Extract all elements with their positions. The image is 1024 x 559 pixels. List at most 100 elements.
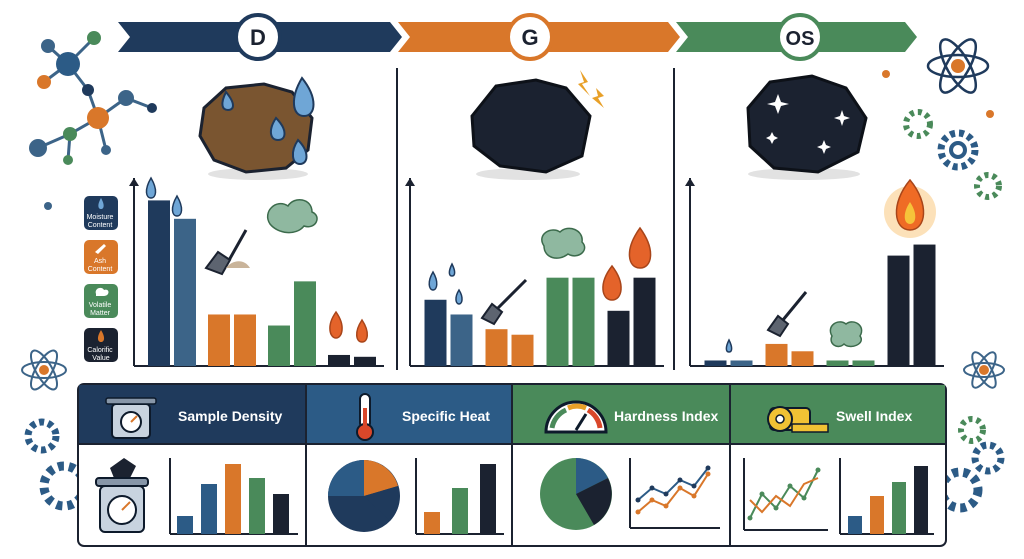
bar-ash-1	[765, 343, 788, 366]
shovel-icon	[204, 229, 808, 338]
bar-chart-g	[405, 178, 664, 367]
swell-bar	[848, 516, 862, 534]
bar-volatile-1	[546, 277, 569, 366]
bar-chart-d	[129, 178, 384, 367]
bar-volatile-1	[268, 325, 290, 366]
pie-slice	[364, 460, 398, 496]
bar-moisture-1	[424, 299, 447, 366]
bar-moisture-1	[148, 200, 170, 366]
swell-bar-chart	[839, 458, 934, 535]
stage-label-g: G	[521, 25, 538, 50]
flame-icon	[97, 330, 105, 342]
density-bar-chart	[169, 458, 298, 535]
density-bar	[273, 494, 289, 534]
steam-icon	[95, 287, 109, 296]
gear-icon	[958, 416, 986, 444]
scale-icon	[105, 397, 157, 439]
y-axis-arrow	[129, 178, 139, 186]
atom-icon	[963, 351, 1005, 389]
stage-badge-g	[506, 13, 554, 61]
hardness-pie-chart	[540, 458, 612, 530]
anthracite-rock-icon	[746, 74, 868, 174]
steam-icon	[267, 199, 863, 348]
sparkle-icon	[766, 94, 850, 154]
gear-icon	[24, 418, 60, 454]
legend-chip-volatile	[84, 284, 118, 318]
gear-icon	[974, 172, 1002, 200]
bar-moisture-2	[730, 360, 753, 366]
legend: Moisture Content Ash Content Volatile Ma…	[84, 196, 118, 362]
bar-calorific-1	[607, 310, 630, 366]
bar-ash-1	[208, 314, 230, 366]
specific-heat-bar	[452, 488, 468, 534]
swell-line-green	[749, 469, 819, 519]
bar-moisture-1	[704, 360, 727, 366]
bar-calorific-2	[913, 244, 936, 366]
y-axis-arrow	[405, 178, 415, 186]
density-bar	[201, 484, 217, 534]
gear-hub-icon	[949, 141, 967, 159]
legend-label-moisture-1: Moisture	[87, 214, 114, 221]
pie-slice	[364, 486, 400, 521]
swell-line-orange	[749, 477, 819, 514]
dot-icon	[44, 202, 52, 210]
bar-volatile-2	[572, 277, 595, 366]
panel-title-swell-index: Swell Index	[836, 408, 912, 424]
bar-calorific-1	[328, 354, 350, 366]
gear-icon	[971, 441, 1005, 475]
gauge-icon	[544, 400, 608, 434]
svg-text:Moisture Content A: Moisture Content Ash Content Volatile Ma…	[87, 214, 116, 362]
panel-title-hardness-index: Hardness Index	[614, 408, 718, 424]
bar-calorific-2	[633, 277, 656, 366]
hardness-line-orange	[637, 473, 709, 513]
legend-label-calorific-2: Value	[92, 355, 109, 362]
bar-calorific-2	[354, 356, 376, 366]
panel-header-specific-heat	[306, 385, 512, 444]
legend-chip-calorific	[84, 328, 118, 362]
bar-chart-os	[685, 178, 944, 367]
stage-badge-d	[234, 13, 282, 61]
density-bar	[177, 516, 193, 534]
spark-icon	[578, 70, 604, 108]
swell-bar	[892, 482, 906, 534]
atom-icon	[926, 38, 990, 94]
rock-shadow	[748, 168, 860, 180]
flame-icon	[329, 178, 936, 343]
legend-label-ash-1: Ash	[94, 258, 106, 265]
pie-slice	[576, 458, 608, 494]
legend-label-volatile-2: Matter	[90, 310, 111, 317]
bar-volatile-1	[826, 360, 849, 366]
scale-with-coal-icon	[95, 458, 149, 533]
water-drop-icon	[145, 176, 733, 353]
panel-title-sample-density: Sample Density	[178, 408, 282, 424]
specific-heat-bar	[480, 464, 496, 534]
bar-calorific-1	[887, 255, 910, 366]
legend-label-moisture-2: Content	[88, 222, 113, 229]
hardness-line-navy	[637, 467, 709, 501]
bar-ash-2	[234, 314, 256, 366]
water-drop-icon	[98, 198, 104, 209]
legend-chip-ash	[84, 240, 118, 274]
panel-header-swell-index	[730, 385, 945, 444]
specific-heat-bar	[424, 512, 440, 534]
panel-header-hardness-index	[512, 385, 730, 444]
legend-label-calorific-1: Calorific	[87, 347, 113, 354]
bar-volatile-2	[852, 360, 875, 366]
gear-icon	[937, 129, 979, 171]
bar-moisture-2	[174, 218, 196, 366]
thermometer-icon	[356, 393, 374, 441]
rock-shadow	[476, 168, 580, 180]
swell-bar	[914, 466, 928, 534]
water-drop-icon	[221, 76, 315, 166]
specific-heat-pie-chart	[328, 460, 400, 532]
stage-banner: D G OS	[118, 13, 917, 61]
dot-icon	[882, 70, 890, 78]
stage-label-d: D	[250, 25, 266, 50]
pie-slice	[576, 478, 612, 525]
rock-shadow	[208, 168, 308, 180]
density-bar	[225, 464, 241, 534]
dot-icon	[986, 110, 994, 118]
bar-moisture-2	[450, 314, 473, 366]
bar-volatile-2	[294, 281, 316, 366]
